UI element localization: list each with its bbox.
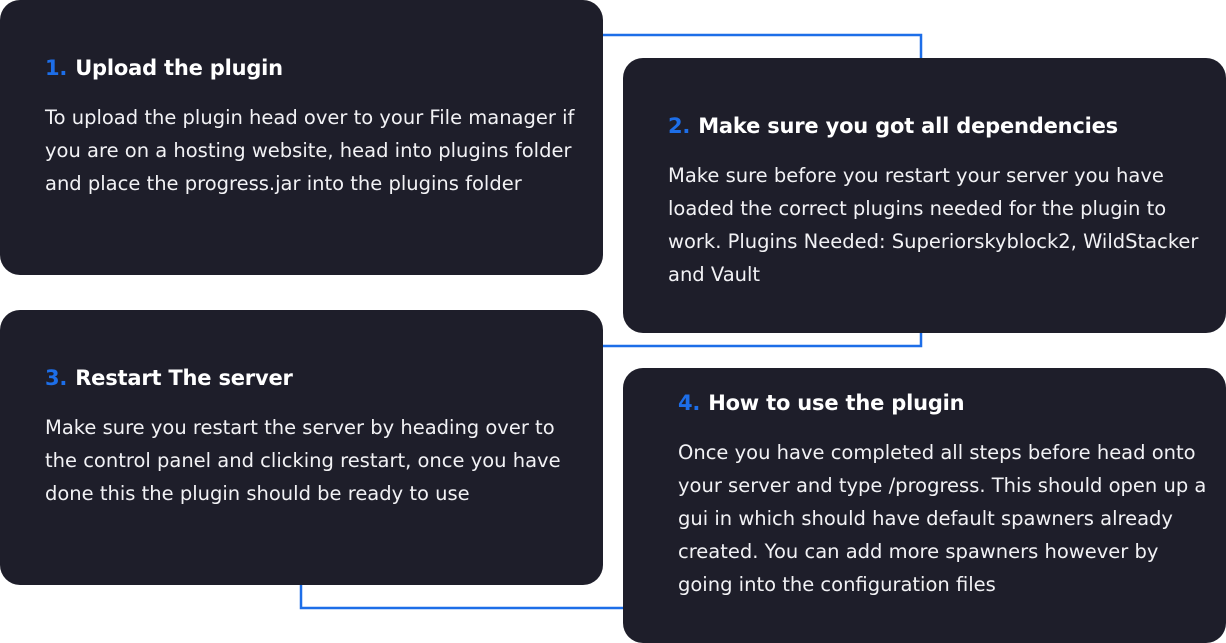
- step-description: Make sure before you restart your server…: [668, 164, 1199, 286]
- step-number: 2.: [668, 114, 691, 138]
- step-title: 3. Restart The server: [45, 368, 293, 389]
- step-title: 4. How to use the plugin: [678, 391, 965, 415]
- step-card-4: 4. How to use the plugin Once you have co…: [623, 368, 1226, 643]
- step-title: 2. Make sure you got all dependencies: [668, 116, 1118, 137]
- step-description: To upload the plugin head over to your F…: [45, 106, 575, 195]
- step-title-text: Upload the plugin: [75, 56, 283, 80]
- step-title-text: How to use the plugin: [708, 391, 965, 415]
- step-description: Make sure you restart the server by head…: [45, 416, 561, 505]
- connector-2-to-3: [603, 333, 923, 348]
- step-number: 1.: [45, 56, 68, 80]
- step-title-text: Make sure you got all dependencies: [698, 114, 1118, 138]
- step-card-2: 2. Make sure you got all dependencies Mak…: [623, 58, 1226, 333]
- step-description: Once you have completed all steps before…: [678, 441, 1207, 596]
- connector-1-to-2: [603, 33, 923, 58]
- step-number: 4.: [678, 391, 701, 415]
- step-title: 1. Upload the plugin: [45, 58, 283, 79]
- step-number: 3.: [45, 366, 68, 390]
- step-card-3: 3. Restart The server Make sure you resta…: [0, 310, 603, 585]
- step-title-text: Restart The server: [75, 366, 293, 390]
- step-card-1: 1. Upload the plugin To upload the plugin…: [0, 0, 603, 275]
- connector-3-to-4: [299, 585, 623, 610]
